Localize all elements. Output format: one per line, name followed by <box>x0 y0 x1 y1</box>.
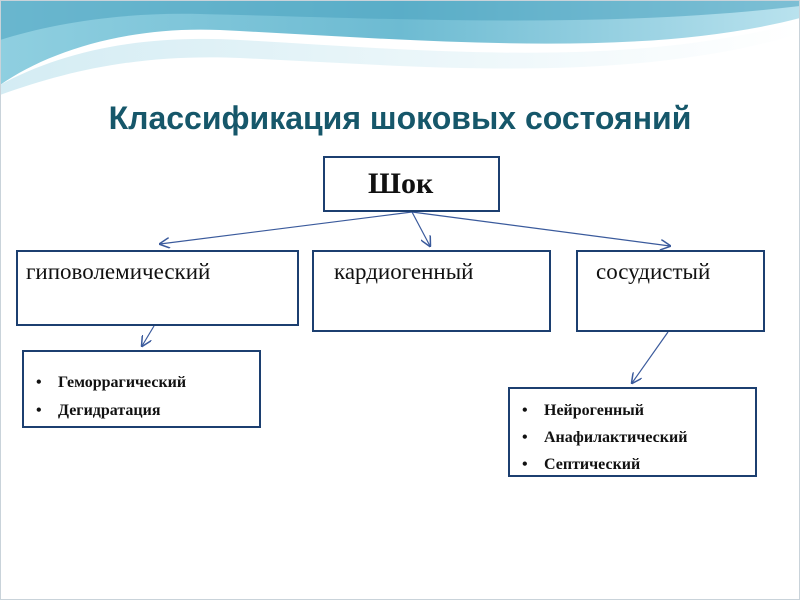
header-wave-decoration <box>0 0 800 95</box>
list-item: • Септический <box>510 451 755 478</box>
category-label-hypovolemic: гиповолемический <box>26 259 211 284</box>
subtype-label: Анафилактический <box>544 429 688 446</box>
bullet-icon: • <box>522 402 528 419</box>
category-node-cardiogenic: кардиогенный <box>312 250 551 332</box>
subtype-label: Септический <box>544 456 641 473</box>
bullet-icon: • <box>36 402 42 419</box>
root-node-shock: Шок <box>323 156 500 212</box>
list-item: • Анафилактический <box>510 424 755 451</box>
subtype-label: Геморрагический <box>58 374 187 391</box>
bullet-icon: • <box>36 374 42 391</box>
subtype-node-vascular: • Нейрогенный • Анафилактический • Септи… <box>508 387 757 477</box>
category-label-vascular: сосудистый <box>596 259 711 284</box>
arrow-root-to-hypovolemic <box>160 211 413 244</box>
list-item: • Нейрогенный <box>510 397 755 424</box>
bullet-icon: • <box>522 456 528 473</box>
slide-title: Классификация шоковых состояний <box>108 100 692 136</box>
category-label-cardiogenic: кардиогенный <box>334 259 474 284</box>
bullet-icon: • <box>522 429 528 446</box>
list-item: • Геморрагический <box>24 372 258 394</box>
subtype-label: Дегидратация <box>58 402 161 419</box>
root-node-label: Шок <box>368 167 434 200</box>
arrow-hypovolemic-to-subtypes <box>142 325 155 346</box>
list-item: • Дегидратация <box>24 400 258 422</box>
subtype-list-hypovolemic: • Геморрагический • Дегидратация <box>24 352 259 422</box>
subtype-label: Нейрогенный <box>544 402 644 419</box>
category-node-vascular: сосудистый <box>576 250 765 332</box>
arrow-root-to-vascular <box>411 211 670 246</box>
category-node-hypovolemic: гиповолемический <box>16 250 299 326</box>
arrow-root-to-cardiogenic <box>411 211 430 246</box>
arrow-vascular-to-subtypes <box>632 331 669 383</box>
subtype-node-hypovolemic: • Геморрагический • Дегидратация <box>22 350 261 428</box>
subtype-list-vascular: • Нейрогенный • Анафилактический • Септи… <box>510 389 755 478</box>
